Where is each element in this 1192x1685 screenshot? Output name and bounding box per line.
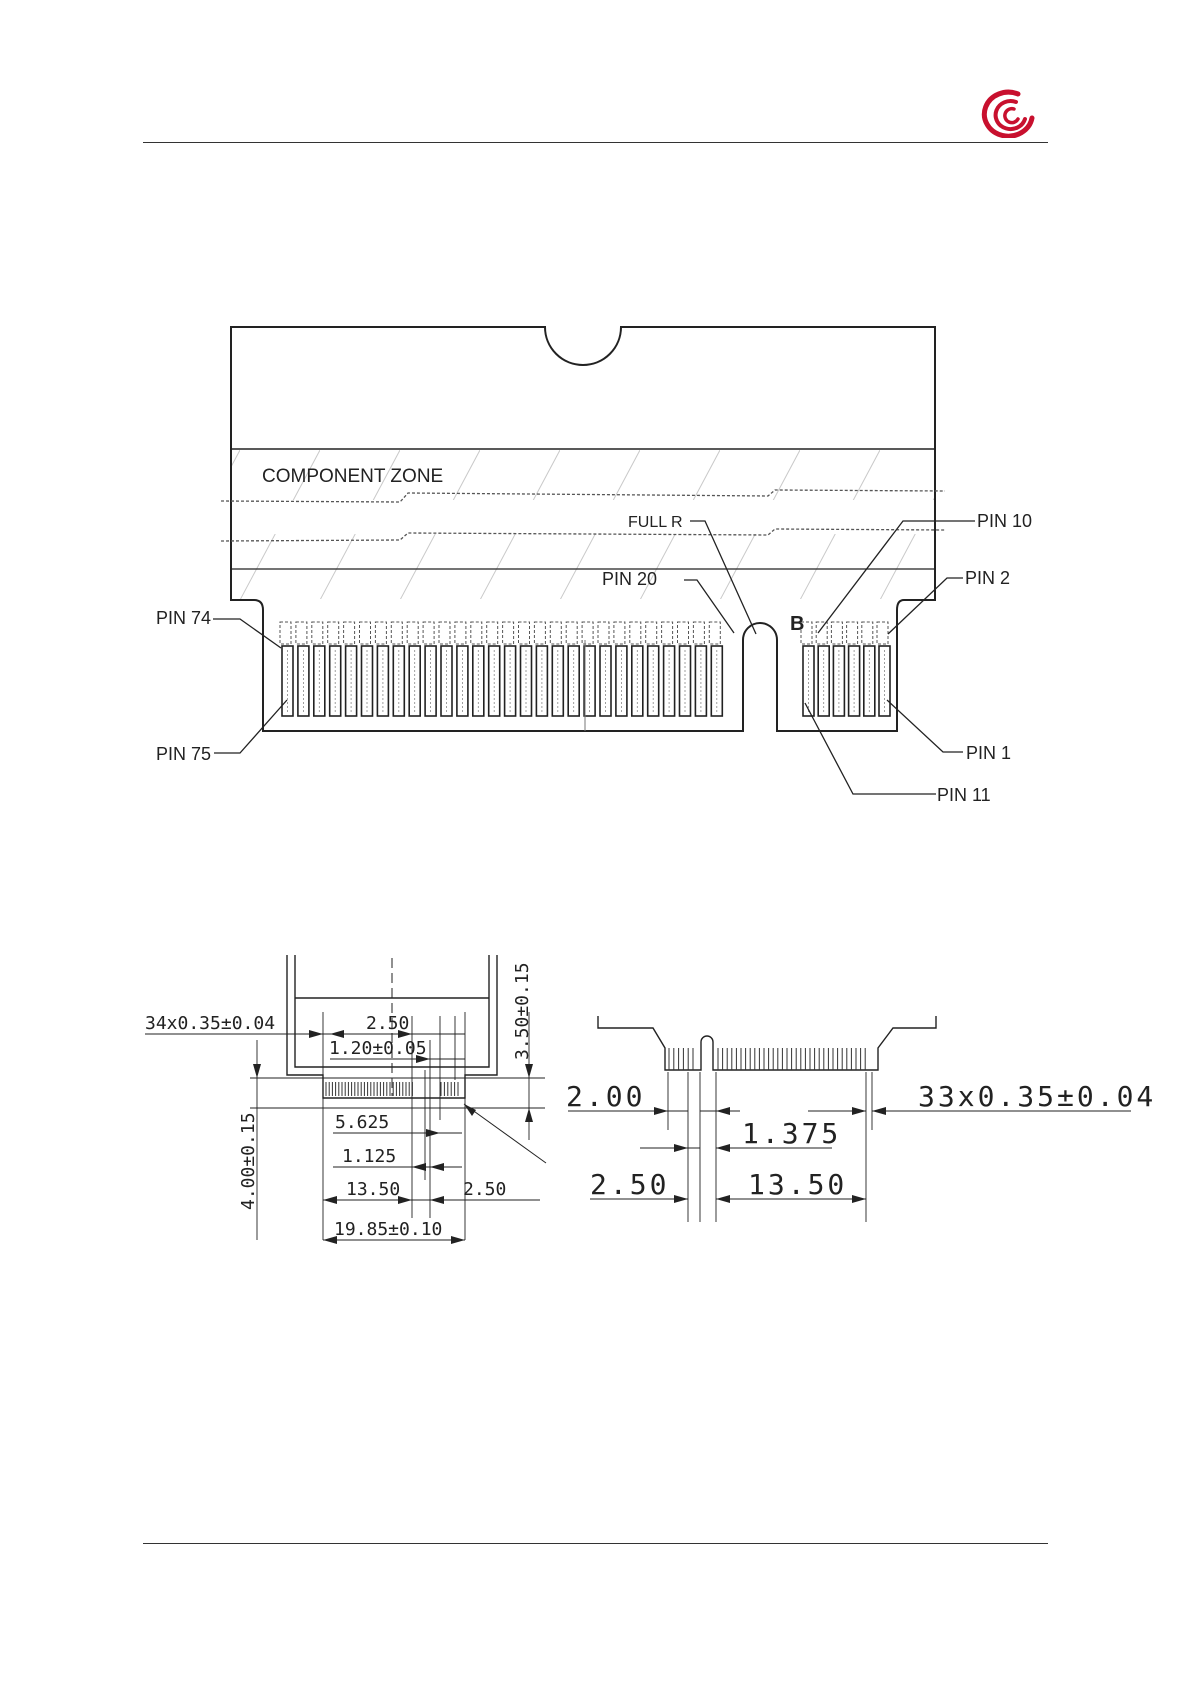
footer-rule xyxy=(143,1543,1048,1544)
dim-4-00: 4.00±0.15 xyxy=(238,1112,259,1210)
dim-2-50-top: 2.50 xyxy=(366,1013,409,1034)
dim-1-125: 1.125 xyxy=(342,1146,396,1167)
dim-19-85: 19.85±0.10 xyxy=(334,1219,442,1240)
dim-3-50: 3.50±0.15 xyxy=(512,962,533,1060)
right-drawing-pins xyxy=(669,1048,865,1070)
dim-34x0-35: 34x0.35±0.04 xyxy=(145,1013,275,1034)
dim-1-375: 1.375 xyxy=(742,1117,841,1150)
dim-1-20: 1.20±0.05 xyxy=(329,1038,427,1059)
dim-2-50-right: 2.50 xyxy=(590,1168,669,1201)
dim-13-50-right: 13.50 xyxy=(748,1168,847,1201)
dim-13-50-left: 13.50 xyxy=(346,1179,400,1200)
dim-33x0-35: 33x0.35±0.04 xyxy=(918,1080,1156,1113)
dim-5-625: 5.625 xyxy=(335,1112,389,1133)
dim-2-00: 2.00 xyxy=(566,1080,645,1113)
dim-2-50-bottom: 2.50 xyxy=(463,1179,506,1200)
